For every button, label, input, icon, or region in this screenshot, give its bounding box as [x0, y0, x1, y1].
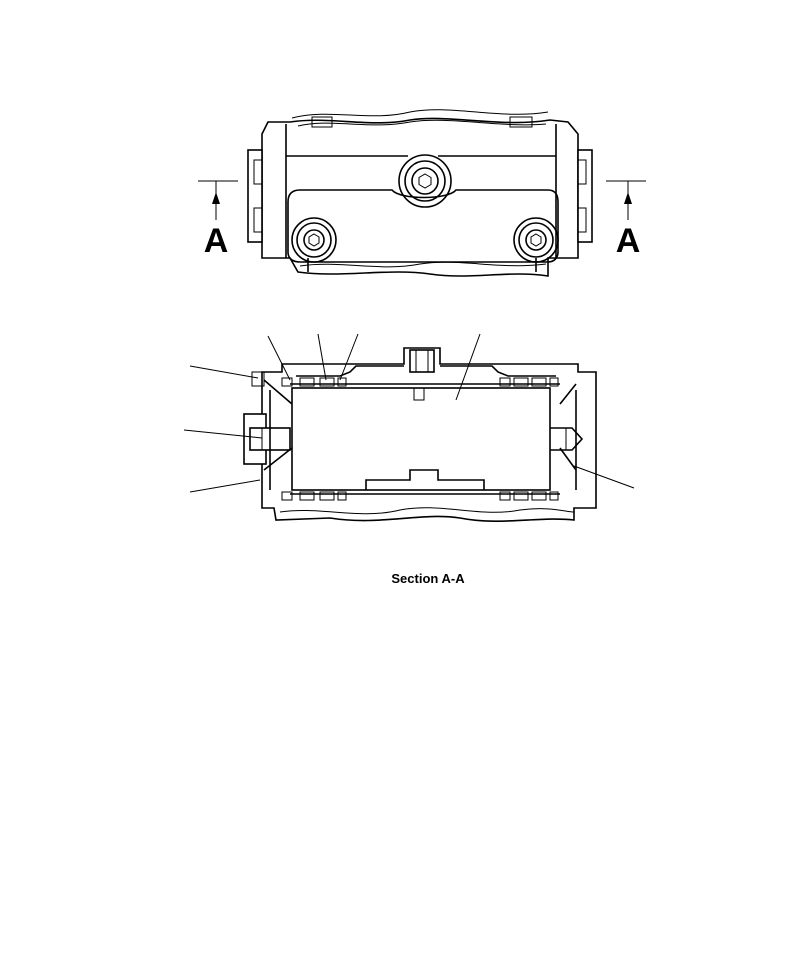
- section-view: [243, 347, 597, 522]
- top-view: [247, 109, 593, 277]
- cut-label-right: A: [616, 222, 641, 260]
- cut-label-left: A: [204, 222, 229, 260]
- section-caption: Section A-A: [391, 571, 465, 586]
- leader-lines: [183, 333, 635, 493]
- cut-marker-right: [606, 180, 646, 220]
- cut-marker-left: [198, 180, 238, 220]
